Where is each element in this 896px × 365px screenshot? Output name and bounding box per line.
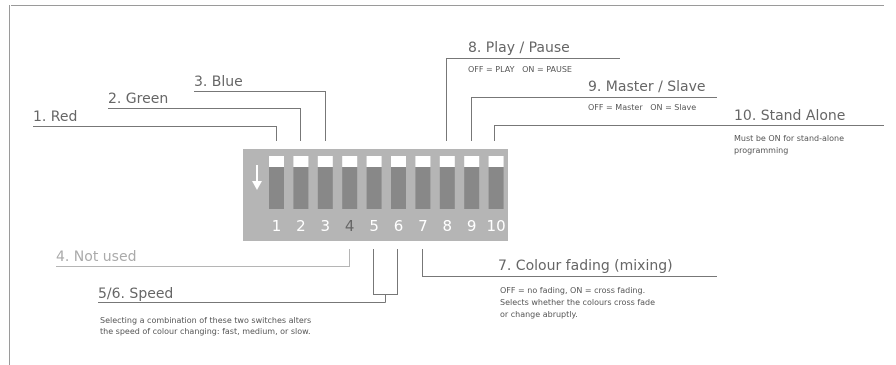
stand-alone-note-line-1: Must be ON for stand-alone <box>734 134 844 143</box>
switch-4-track <box>342 167 358 209</box>
bracket-speed <box>373 249 398 295</box>
leader-green <box>108 108 301 141</box>
label-master-slave: 9. Master / Slave <box>588 79 706 95</box>
leader-stand-alone <box>494 125 884 141</box>
switch-1-track <box>269 167 284 209</box>
switch-number-4: 4 <box>345 217 355 235</box>
switch-number-5: 5 <box>369 217 379 235</box>
switch-2-track <box>293 167 309 209</box>
leader-play-pause <box>446 58 620 141</box>
leader-red <box>33 126 277 141</box>
switch-2-slider <box>293 156 309 167</box>
switch-6-track <box>391 167 406 209</box>
switch-8-track <box>439 167 455 209</box>
speed-note-line-2: the speed of colour changing: fast, medi… <box>100 327 311 336</box>
master-slave-note: OFF = Master ON = Slave <box>588 103 696 112</box>
label-not-used: 4. Not used <box>56 249 136 265</box>
switch-1-slider <box>269 156 284 167</box>
label-stand-alone: 10. Stand Alone <box>734 108 845 124</box>
leader-master-slave <box>471 97 717 141</box>
switch-5-slider <box>366 156 382 167</box>
switch-8-slider <box>439 156 455 167</box>
switch-10-track <box>488 167 504 209</box>
play-pause-note: OFF = PLAY ON = PAUSE <box>468 65 572 74</box>
switch-3-track <box>317 167 333 209</box>
switch-number-2: 2 <box>296 217 306 235</box>
switch-number-10: 10 <box>487 217 506 235</box>
switch-number-7: 7 <box>418 217 428 235</box>
switch-7-slider <box>415 156 431 167</box>
switch-number-9: 9 <box>467 217 477 235</box>
switch-7-track <box>415 167 431 209</box>
label-green: 2. Green <box>108 91 168 107</box>
switch-number-6: 6 <box>394 217 404 235</box>
label-red: 1. Red <box>33 109 77 125</box>
fading-note-line-1: OFF = no fading, ON = cross fading. <box>500 286 645 295</box>
switch-number-8: 8 <box>443 217 453 235</box>
switch-6-slider <box>391 156 406 167</box>
switch-9-slider <box>464 156 480 167</box>
leader-not-used <box>56 249 350 267</box>
switch-10-slider <box>488 156 504 167</box>
leader-colour-fading <box>422 249 717 277</box>
down-arrow-head-icon <box>252 181 262 190</box>
switch-number-3: 3 <box>321 217 331 235</box>
switch-9-track <box>464 167 480 209</box>
label-speed: 5/6. Speed <box>98 286 173 302</box>
leader-blue <box>194 91 326 141</box>
stand-alone-note-line-2: programming <box>734 146 788 155</box>
speed-note-line-1: Selecting a combination of these two swi… <box>100 316 311 325</box>
switch-4-slider <box>342 156 358 167</box>
fading-note-line-2: Selects whether the colours cross fade <box>500 298 655 307</box>
label-play-pause: 8. Play / Pause <box>468 40 570 56</box>
switch-3-slider <box>317 156 333 167</box>
fading-note-line-3: or change abruptly. <box>500 310 578 319</box>
label-blue: 3. Blue <box>194 74 243 90</box>
label-colour-fading: 7. Colour fading (mixing) <box>498 258 673 274</box>
switch-number-1: 1 <box>272 217 282 235</box>
switch-5-track <box>366 167 382 209</box>
